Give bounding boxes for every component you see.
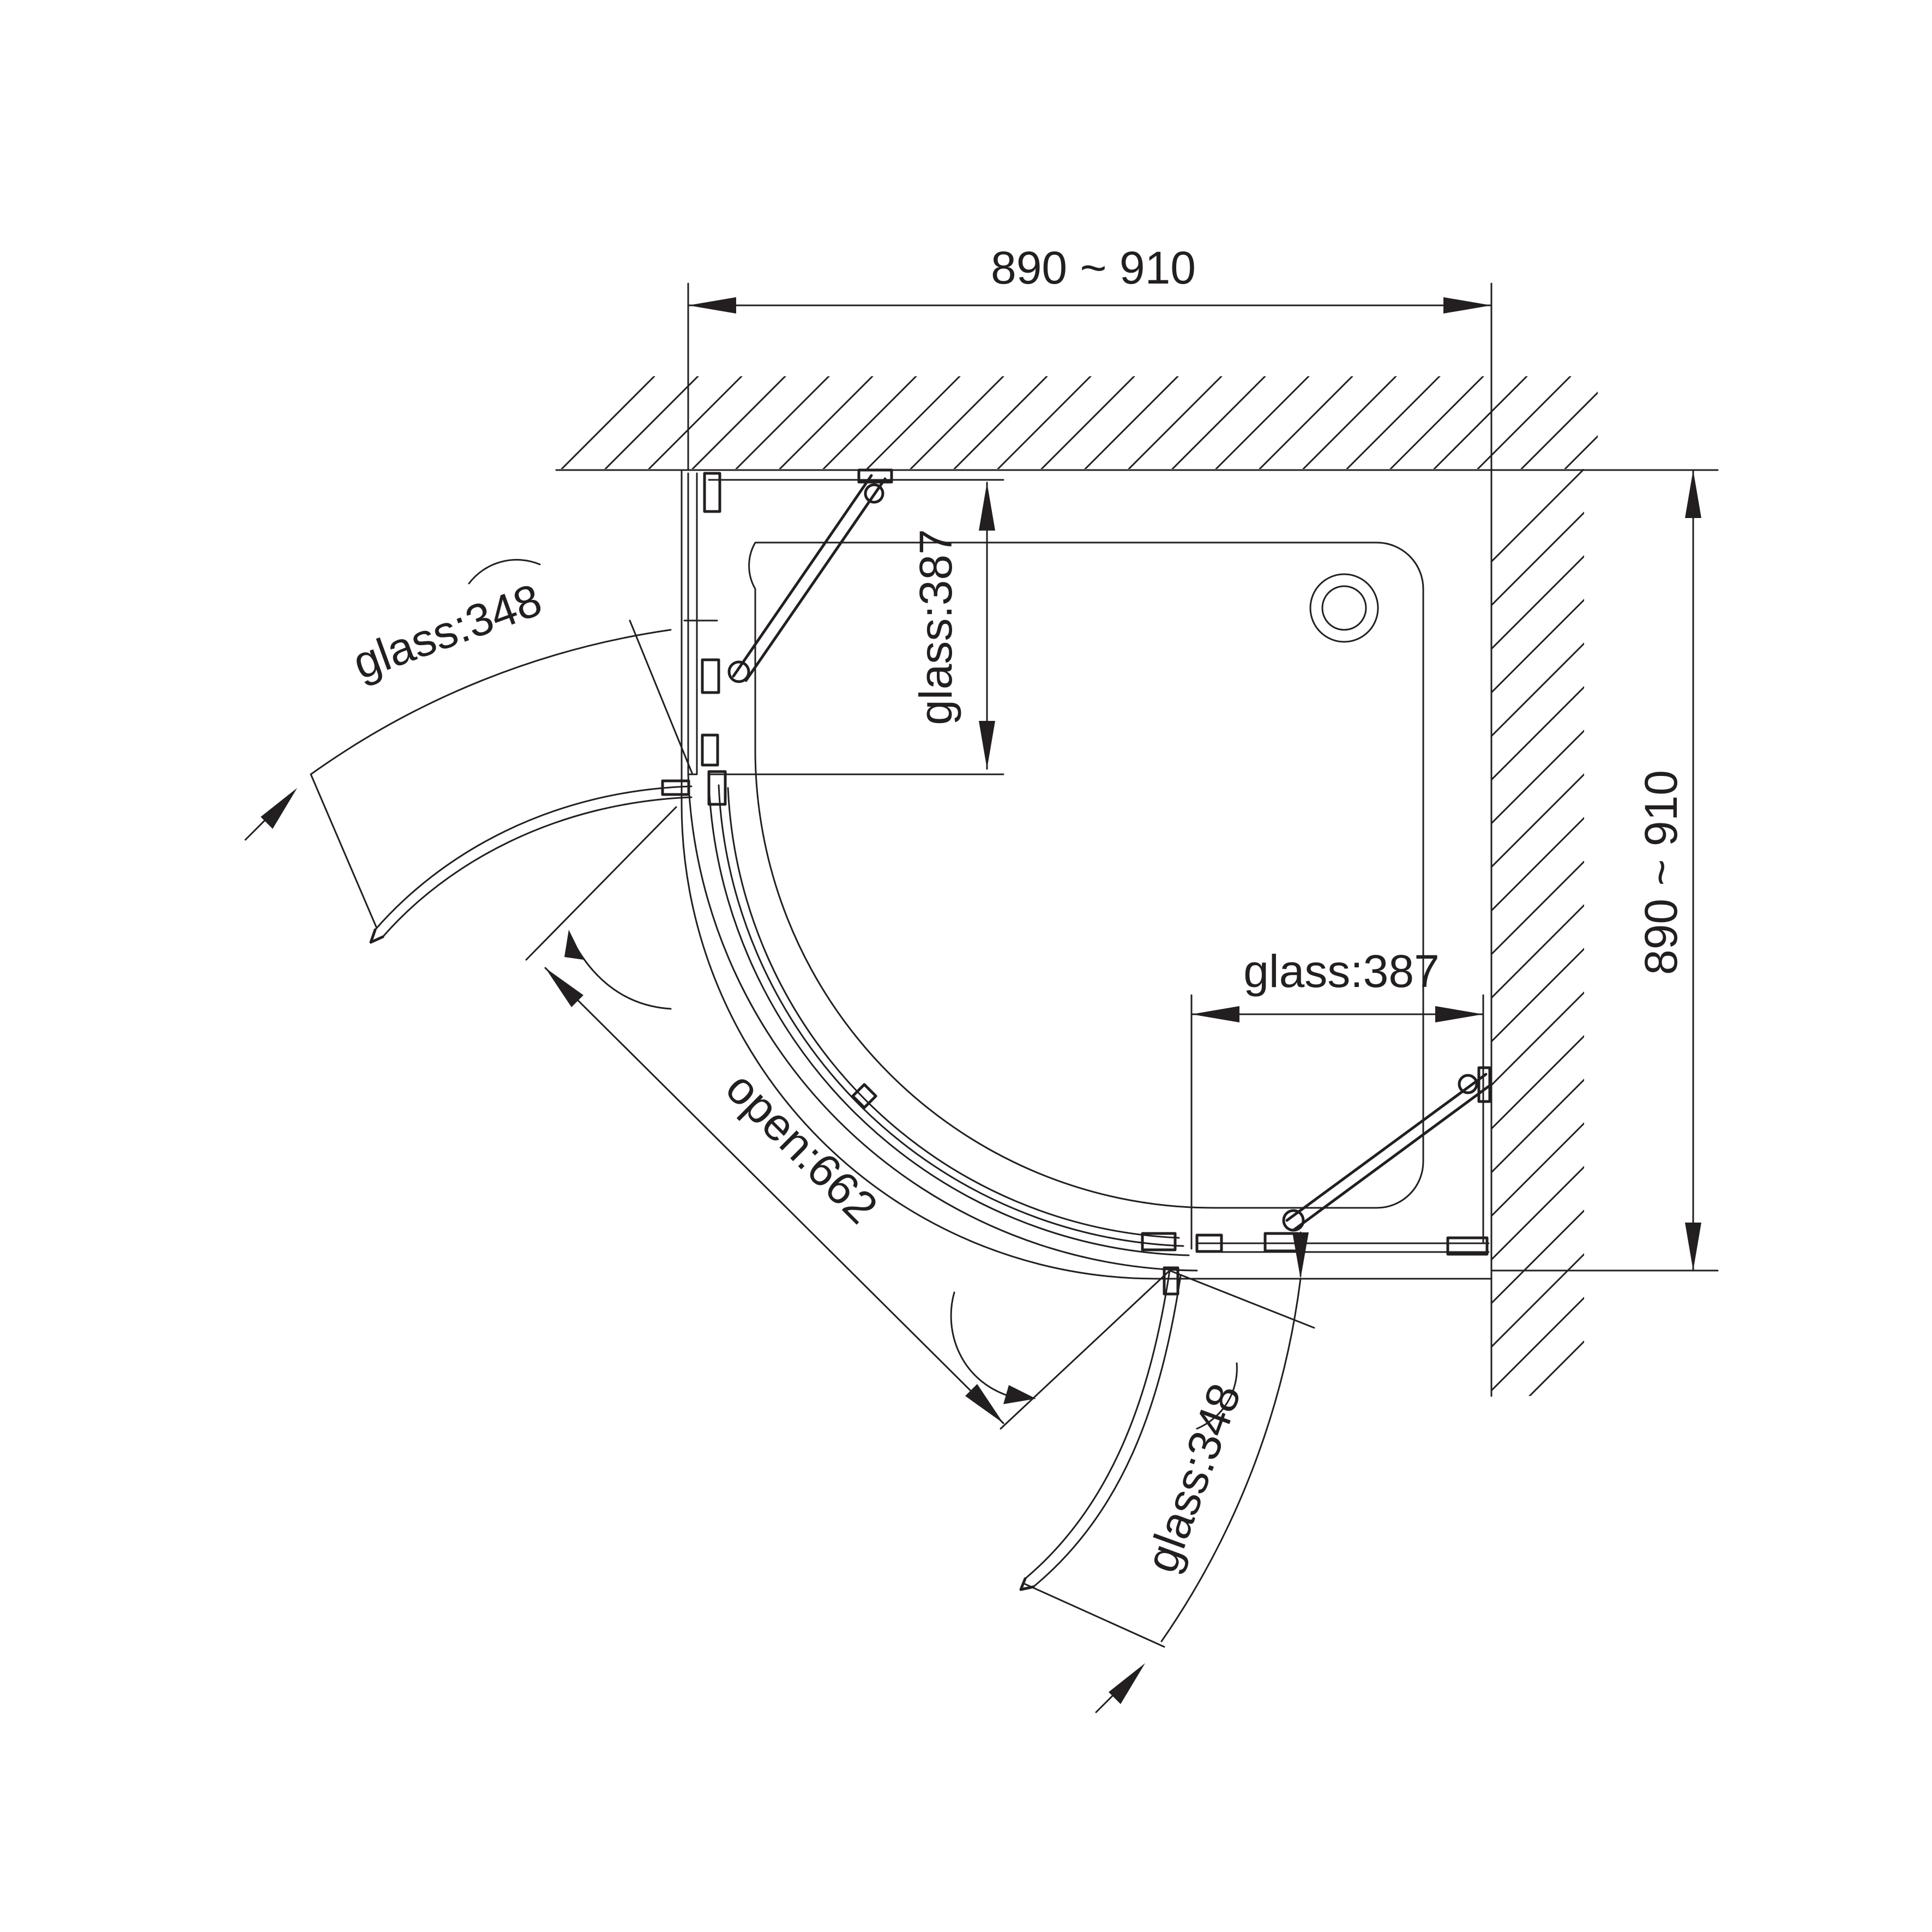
top-wall-hatching (561, 376, 1598, 469)
top-width-label: 890 ~ 910 (991, 242, 1196, 293)
right-support-bar (1282, 1066, 1492, 1232)
right-wall-hatching (1491, 469, 1584, 1396)
left-panel-glass-label: glass:387 (910, 529, 961, 725)
bottom-glass-dimension (1190, 994, 1484, 1250)
left-glass-dimension (708, 479, 1004, 775)
right-depth-label: 890 ~ 910 (1635, 770, 1687, 975)
bottom-fixed-panel (1195, 1232, 1490, 1256)
left-door-glass-label: glass:348 (346, 574, 548, 689)
opening-dimension (525, 806, 1171, 1430)
shower-tray-outline (681, 469, 1492, 1280)
curved-sliding-doors (687, 770, 1198, 1272)
left-fixed-panel (687, 472, 721, 775)
left-door-glass-dimension (244, 559, 718, 928)
left-swing-door (369, 779, 693, 944)
bottom-door-glass-dimension (1024, 1231, 1315, 1713)
drain-icon (1309, 573, 1379, 643)
bottom-swing-door (1019, 1266, 1182, 1591)
bottom-panel-glass-label: glass:387 (1243, 946, 1440, 997)
top-support-bar (727, 468, 893, 683)
top-width-dimension (687, 282, 1492, 471)
bottom-door-glass-label: glass:348 (1135, 1377, 1250, 1579)
shower-tray-basin (748, 541, 1424, 1209)
right-depth-dimension (1490, 469, 1719, 1272)
